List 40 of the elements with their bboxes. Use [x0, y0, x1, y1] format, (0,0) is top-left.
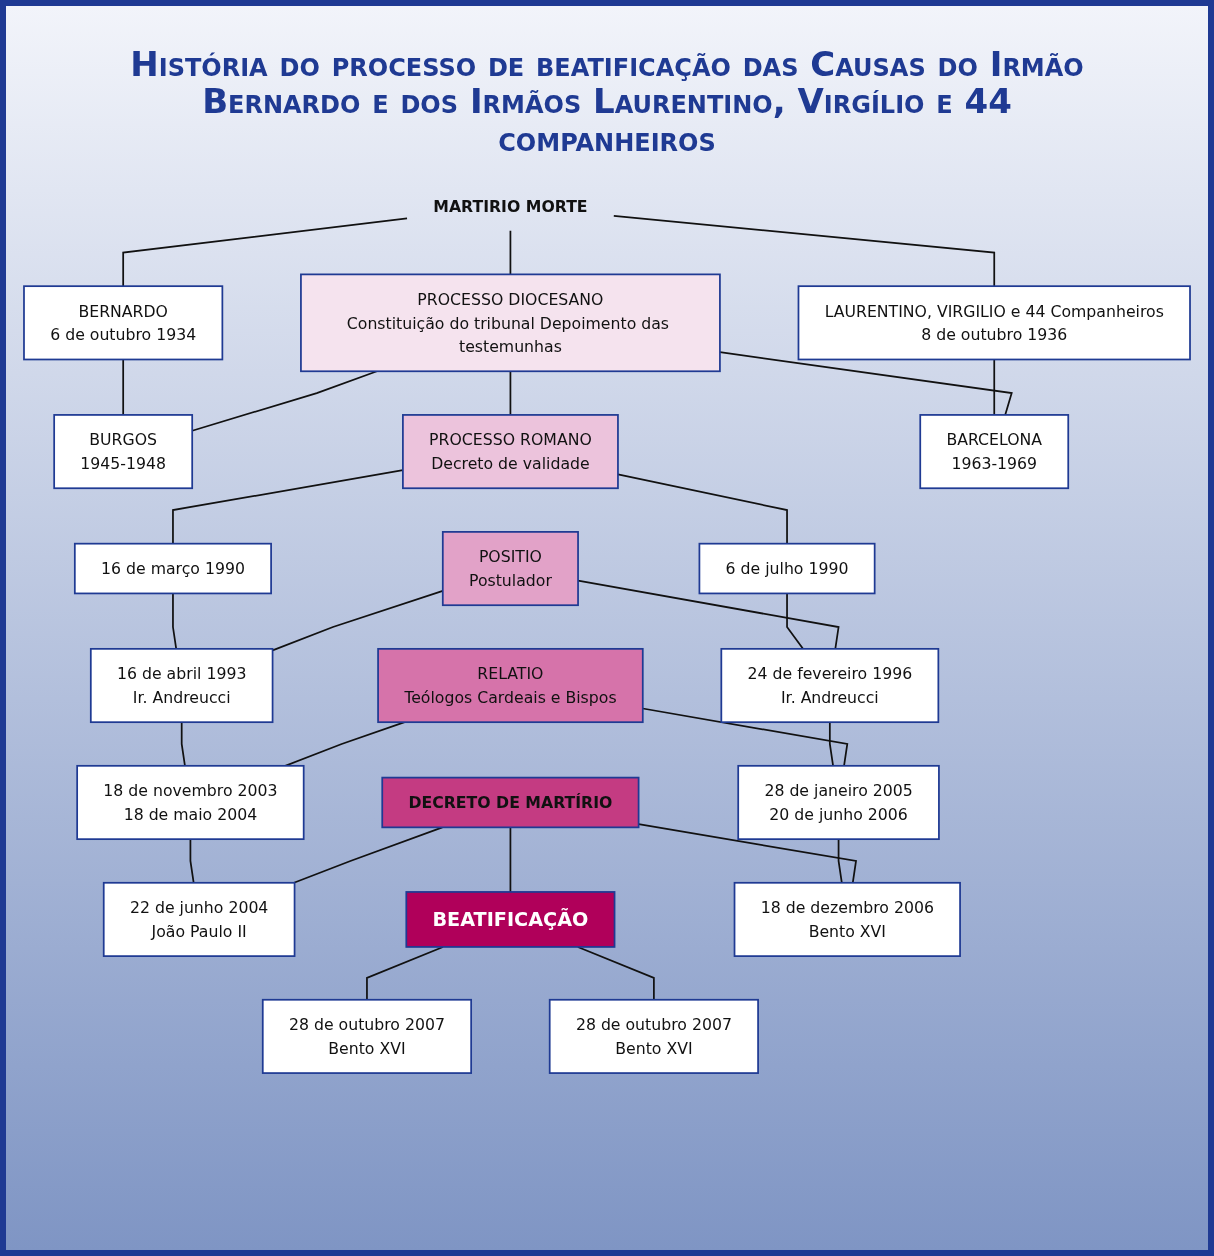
node-box: 28 de janeiro 2005 20 de junho 2006: [737, 765, 940, 841]
node-box: RELATIO Teólogos Cardeais e Bispos: [377, 648, 644, 724]
node-box: 6 de julho 1990: [698, 542, 876, 595]
connector: [993, 358, 996, 416]
node-box: 28 de outubro 2007 Bento XVI: [261, 999, 472, 1075]
node-box: DECRETO DE MARTÍRIO: [381, 776, 640, 829]
connector: [577, 946, 655, 1001]
diagram-title: História do processo de beatificação das Causas do Irmão Bernardo e dos Irmãos Laurentino, Virgílio e 44 companheiros: [129, 46, 1085, 159]
connector: [509, 826, 512, 893]
node-box: 22 de junho 2004 João Paulo II: [102, 882, 296, 958]
connector: [828, 721, 834, 767]
node-box: 18 de dezembro 2006 Bento XVI: [733, 882, 961, 958]
node-text: MARTIRIO MORTE: [433, 196, 588, 216]
node-box: LAURENTINO, VIRGILIO e 44 Companheiros 8 de outubro 1936: [797, 285, 1191, 361]
connector: [612, 215, 996, 288]
connector: [719, 351, 1013, 416]
connector: [122, 217, 408, 288]
node-box: 16 de março 1990: [73, 542, 272, 595]
connector: [122, 358, 125, 416]
node-box: 16 de abril 1993 Ir. Andreucci: [89, 648, 274, 724]
connector: [180, 721, 186, 767]
connector: [172, 592, 178, 650]
node-box: 18 de novembro 2003 18 de maio 2004: [76, 765, 305, 841]
node-box: BURGOS 1945-1948: [53, 414, 194, 490]
node-box: BARCELONA 1963-1969: [919, 414, 1070, 490]
connector: [637, 823, 858, 884]
connector: [509, 370, 512, 416]
connector: [189, 838, 195, 884]
connector: [617, 473, 788, 545]
node-box: BERNARDO 6 de outubro 1934: [23, 285, 224, 361]
node-box: PROCESSO DIOCESANO Constituição do tribunal Depoimento das testemunhas: [300, 273, 721, 373]
node-box: 24 de fevereiro 1996 Ir. Andreucci: [720, 648, 940, 724]
node-box: BEATIFICAÇÃO: [405, 891, 616, 948]
connector: [293, 826, 444, 884]
connector: [837, 838, 843, 884]
node-box: POSITIO Postulador: [441, 531, 579, 607]
node-box: PROCESSO ROMANO Decreto de validade: [402, 414, 619, 490]
connector: [786, 592, 804, 650]
node-box: 28 de outubro 2007 Bento XVI: [548, 999, 759, 1075]
connector: [509, 230, 512, 276]
